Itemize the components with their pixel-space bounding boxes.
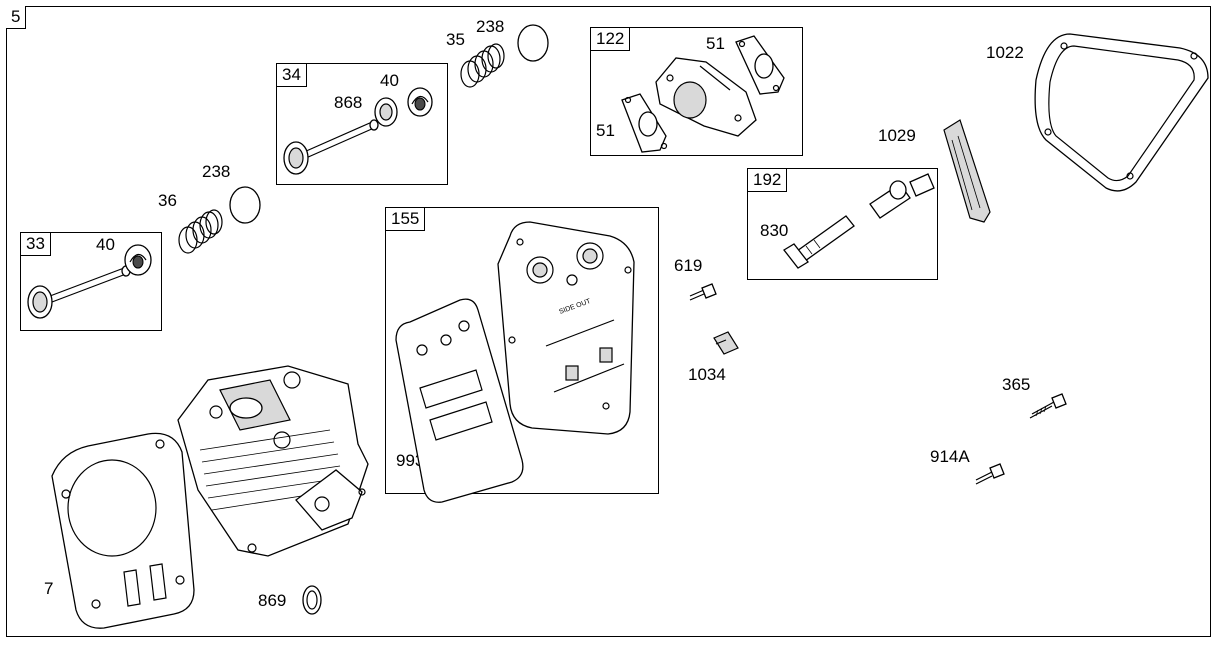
valve-cap bbox=[517, 24, 549, 62]
kit-box-122[interactable]: 122 bbox=[590, 27, 803, 156]
callout-365[interactable]: 365 bbox=[1002, 375, 1031, 394]
kit-box-192[interactable]: 192 bbox=[747, 168, 938, 280]
intake-gasket bbox=[735, 35, 785, 95]
push-rod-guide-clip bbox=[713, 331, 739, 355]
diagram-frame bbox=[6, 6, 1211, 637]
rocker-pivot bbox=[869, 173, 935, 219]
callout-1022[interactable]: 1022 bbox=[986, 43, 1024, 62]
callout-868[interactable]: 868 bbox=[334, 93, 363, 112]
rocker-plate-gasket bbox=[395, 298, 524, 503]
callout-1034[interactable]: 1034 bbox=[688, 365, 726, 384]
cylinder-head-plate: SIDE OUT bbox=[497, 221, 635, 435]
intake-adapter bbox=[655, 57, 757, 137]
callout-830[interactable]: 830 bbox=[760, 221, 789, 240]
callout-1029[interactable]: 1029 bbox=[878, 126, 916, 145]
callout-7[interactable]: 7 bbox=[44, 579, 54, 598]
callout-238[interactable]: 238 bbox=[476, 17, 505, 36]
valve-retainer bbox=[407, 87, 433, 117]
kit-box-label: 34 bbox=[277, 64, 307, 87]
kit-box-label: 33 bbox=[21, 233, 51, 256]
valve-retainer bbox=[124, 244, 152, 276]
page-number: 5 bbox=[6, 6, 27, 29]
kit-box-34[interactable]: 34 bbox=[276, 63, 448, 185]
kit-box-label: 155 bbox=[386, 208, 426, 231]
intake-valve bbox=[283, 119, 379, 175]
callout-40[interactable]: 40 bbox=[96, 235, 115, 254]
screw bbox=[689, 283, 717, 301]
callout-869[interactable]: 869 bbox=[258, 591, 287, 610]
callout-238[interactable]: 238 bbox=[202, 162, 231, 181]
kit-box-label: 122 bbox=[591, 28, 631, 51]
valve-spring bbox=[460, 43, 505, 88]
callout-914A[interactable]: 914A bbox=[930, 447, 970, 466]
kit-box-33[interactable]: 33 bbox=[20, 232, 162, 331]
valve-spring bbox=[178, 209, 223, 254]
cylinder-head bbox=[177, 365, 369, 557]
callout-40[interactable]: 40 bbox=[380, 71, 399, 90]
seal-ring bbox=[302, 585, 322, 615]
rocker-arm bbox=[943, 119, 991, 223]
callout-36[interactable]: 36 bbox=[158, 191, 177, 210]
kit-box-155[interactable]: 155 bbox=[385, 207, 659, 494]
valve-cap bbox=[229, 186, 261, 224]
callout-619[interactable]: 619 bbox=[674, 256, 703, 275]
screw bbox=[975, 463, 1005, 485]
exhaust-valve bbox=[27, 265, 131, 319]
rocker-cover-gasket bbox=[1034, 33, 1209, 192]
callout-35[interactable]: 35 bbox=[446, 30, 465, 49]
rocker-stud bbox=[783, 215, 855, 269]
callout-51[interactable]: 51 bbox=[706, 34, 725, 53]
kit-box-label: 192 bbox=[748, 169, 788, 192]
intake-gasket bbox=[621, 93, 668, 153]
callout-51[interactable]: 51 bbox=[596, 121, 615, 140]
head-gasket bbox=[51, 432, 195, 629]
valve-seal bbox=[374, 97, 398, 127]
screw bbox=[1029, 393, 1067, 419]
